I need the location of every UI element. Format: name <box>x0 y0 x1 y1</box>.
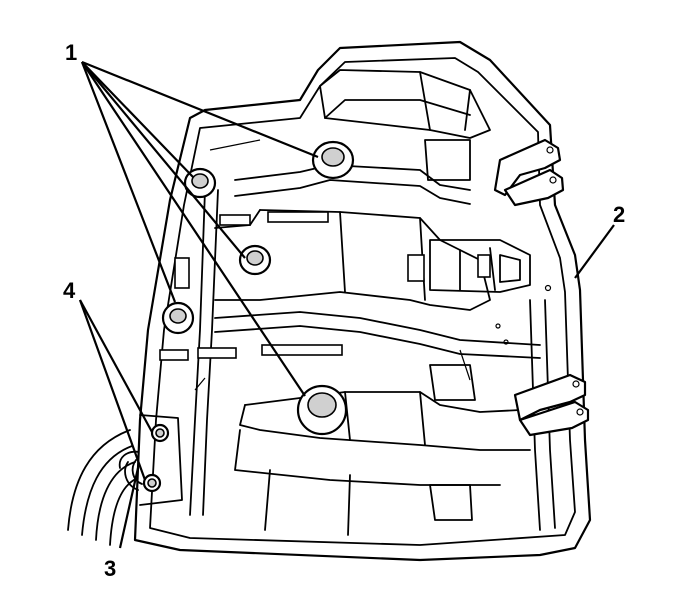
callout-3: 3 <box>104 556 116 581</box>
tray-body <box>133 40 592 562</box>
boss-lower-center <box>296 384 348 436</box>
boss-middle <box>238 244 272 276</box>
callout-4: 4 <box>63 278 76 303</box>
fastener-group <box>124 414 183 506</box>
leader-lines <box>78 60 615 549</box>
callout-2: 2 <box>613 202 625 227</box>
cable-bundle <box>67 429 141 546</box>
boss-upper-center <box>311 140 355 180</box>
boss-lower-left <box>161 301 195 335</box>
callout-labels: 1 2 3 4 <box>63 40 625 581</box>
callout-1: 1 <box>65 40 77 65</box>
